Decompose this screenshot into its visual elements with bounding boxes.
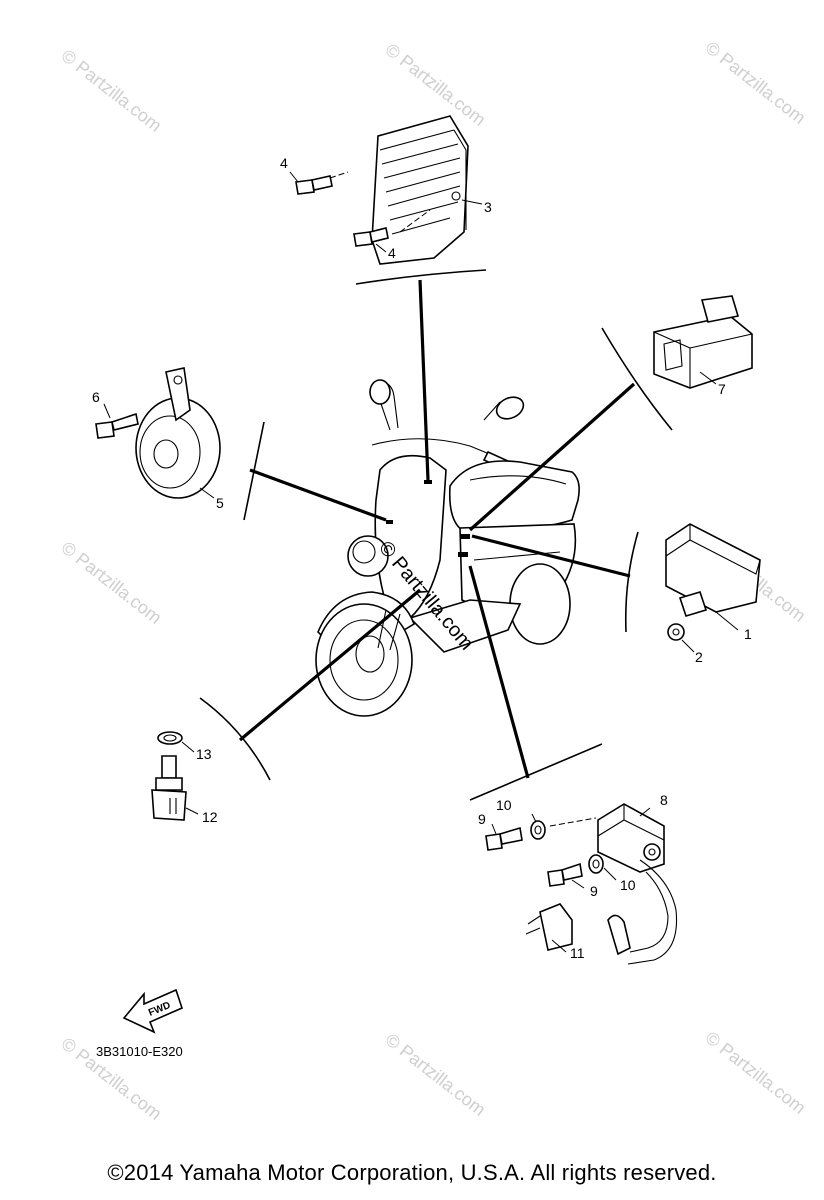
callout-2: 2 [695,649,703,665]
callout-4-bottom: 4 [388,245,396,261]
callout-1: 1 [744,626,752,642]
rectifier-regulator-group [289,115,483,265]
copyright-notice: ©2014 Yamaha Motor Corporation, U.S.A. A… [107,1160,717,1185]
watermark-top-left: © Partzilla.com [58,45,166,135]
callout-10-top: 10 [496,797,512,813]
callout-8: 8 [660,792,668,808]
callout-9-top: 9 [478,811,486,827]
callout-3: 3 [484,199,492,215]
scooter-illustration [315,379,580,717]
relay-group [653,295,753,389]
ignition-coil-group [485,803,678,965]
pointer-lines [199,269,673,801]
callout-4-top: 4 [280,155,288,171]
callout-11: 11 [570,945,585,961]
callout-numbers: 1 2 3 4 4 5 6 7 8 9 9 10 10 11 12 13 [92,155,752,961]
forward-direction-arrow: FWD [122,988,183,1034]
watermark-top-center: © Partzilla.com [382,39,490,129]
cdi-unit-group [665,523,761,653]
switch-group [151,731,199,821]
diagram-code: 3B31010-E320 [96,1044,183,1059]
callout-9-bottom: 9 [590,883,598,899]
callout-7: 7 [718,381,726,397]
callout-5: 5 [216,495,224,511]
callout-13: 13 [196,746,212,762]
watermark-mid-left: © Partzilla.com [58,537,166,627]
callout-10-bottom: 10 [620,877,636,893]
callout-6: 6 [92,389,100,405]
watermark-top-right: © Partzilla.com [702,37,810,127]
callout-12: 12 [202,809,218,825]
watermark-bottom-right: © Partzilla.com [702,1027,810,1117]
horn-group [95,367,221,499]
watermark-bottom-center: © Partzilla.com [382,1029,490,1119]
